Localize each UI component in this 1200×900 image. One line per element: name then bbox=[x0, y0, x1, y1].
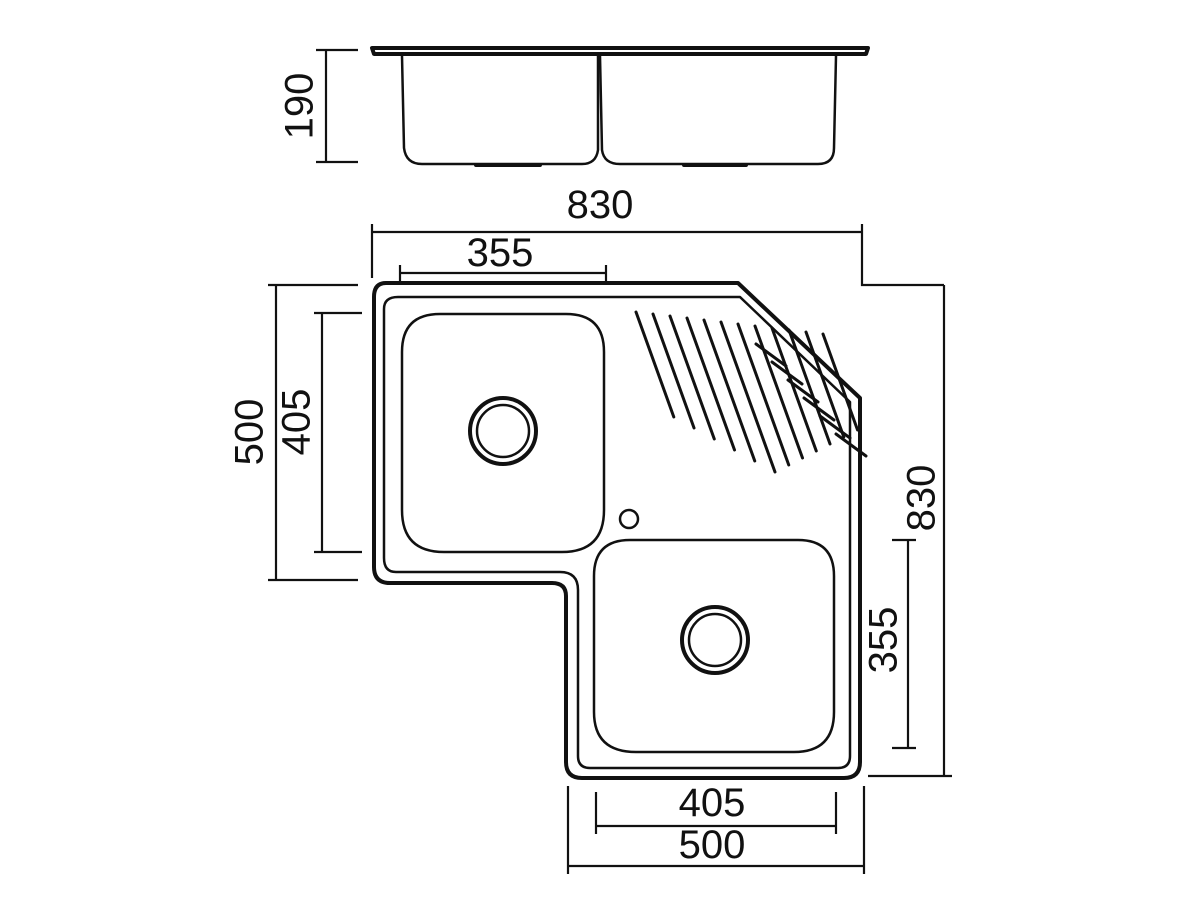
right-bowl-profile bbox=[598, 54, 838, 166]
drainer-groove bbox=[702, 318, 757, 463]
drainer-groove bbox=[818, 414, 852, 440]
plan-view bbox=[372, 281, 868, 780]
drainer-groove bbox=[786, 378, 820, 404]
right-bowl bbox=[592, 538, 836, 754]
drainer-groove bbox=[634, 310, 676, 419]
bottom-bowl-width-label: 405 bbox=[679, 781, 746, 825]
right-bowl-height-label: 355 bbox=[862, 607, 906, 674]
drainer-groove bbox=[804, 330, 846, 439]
drainer-groove bbox=[821, 332, 860, 432]
drainer-groove bbox=[754, 342, 788, 368]
left-height-label: 500 bbox=[228, 399, 272, 466]
sink-rim-profile bbox=[370, 46, 870, 56]
overall-width-label: 830 bbox=[567, 183, 634, 227]
dimension-lines bbox=[268, 224, 952, 874]
drainer-groove bbox=[668, 314, 716, 441]
left-bowl bbox=[400, 312, 606, 554]
tap-hole bbox=[618, 508, 640, 530]
dimension-labels: 190 830 355 500 405 830 355 405 500 bbox=[228, 73, 944, 867]
right-drain-outer bbox=[680, 605, 750, 675]
left-bowl-height-label: 405 bbox=[275, 389, 319, 456]
drainer-groove bbox=[787, 328, 832, 446]
left-bowl-profile bbox=[400, 54, 600, 166]
right-drain-inner bbox=[687, 612, 743, 668]
drainer-grooves bbox=[634, 310, 868, 474]
bottom-width-label: 500 bbox=[679, 823, 746, 867]
depth-label: 190 bbox=[278, 73, 322, 140]
side-elevation bbox=[316, 46, 870, 167]
left-drain-outer bbox=[468, 396, 538, 466]
sink-inner-outline bbox=[382, 295, 852, 770]
drainer-groove bbox=[719, 320, 777, 474]
overall-width-extension-right bbox=[860, 224, 944, 287]
drainer-groove bbox=[834, 432, 868, 458]
drainer-groove bbox=[651, 312, 696, 430]
drainer-groove bbox=[770, 326, 818, 453]
drainer-groove bbox=[802, 396, 836, 422]
left-drain-inner bbox=[475, 403, 531, 459]
sink-outer-outline bbox=[372, 281, 862, 780]
drainer-groove bbox=[770, 360, 804, 386]
drainer-groove bbox=[736, 322, 791, 467]
drainer-groove bbox=[685, 316, 737, 452]
overall-height-label: 830 bbox=[900, 465, 944, 532]
left-bowl-width-label: 355 bbox=[467, 231, 534, 275]
